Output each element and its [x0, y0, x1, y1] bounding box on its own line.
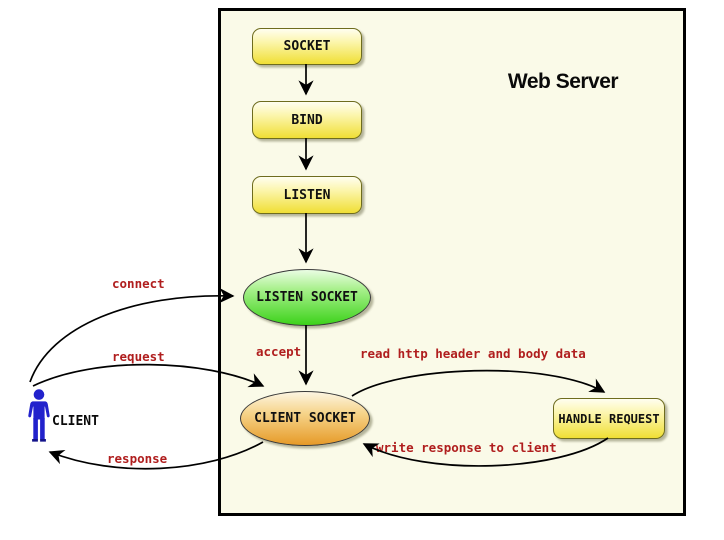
node-socket-label: SOCKET	[283, 39, 331, 54]
node-socket: SOCKET	[252, 28, 362, 65]
node-bind-label: BIND	[291, 112, 323, 128]
node-bind: BIND	[252, 101, 362, 139]
client-person-icon	[28, 389, 50, 442]
web-server-title: Web Server	[507, 70, 619, 93]
node-listen-label: LISTEN	[283, 187, 331, 203]
node-handle-request-label: HANDLE REQUEST	[558, 411, 660, 426]
node-client-socket-label: CLIENT SOCKET	[254, 411, 356, 426]
edge-label-request: request	[112, 349, 165, 364]
node-client-socket: CLIENT SOCKET	[240, 391, 370, 446]
node-listen-socket: LISTEN SOCKET	[243, 269, 371, 326]
node-listen: LISTEN	[252, 176, 362, 214]
edge-label-response: response	[107, 451, 168, 466]
client-label: CLIENT	[52, 414, 99, 429]
edge-label-connect: connect	[112, 276, 165, 291]
node-listen-socket-label: LISTEN SOCKET	[256, 290, 358, 305]
node-handle-request: HANDLE REQUEST	[553, 398, 665, 439]
edge-connect-arrow	[29, 287, 235, 383]
edge-label-accept: accept	[256, 344, 302, 359]
edge-label-write: write response to client	[376, 440, 557, 455]
edge-label-read: read http header and body data	[360, 346, 586, 361]
